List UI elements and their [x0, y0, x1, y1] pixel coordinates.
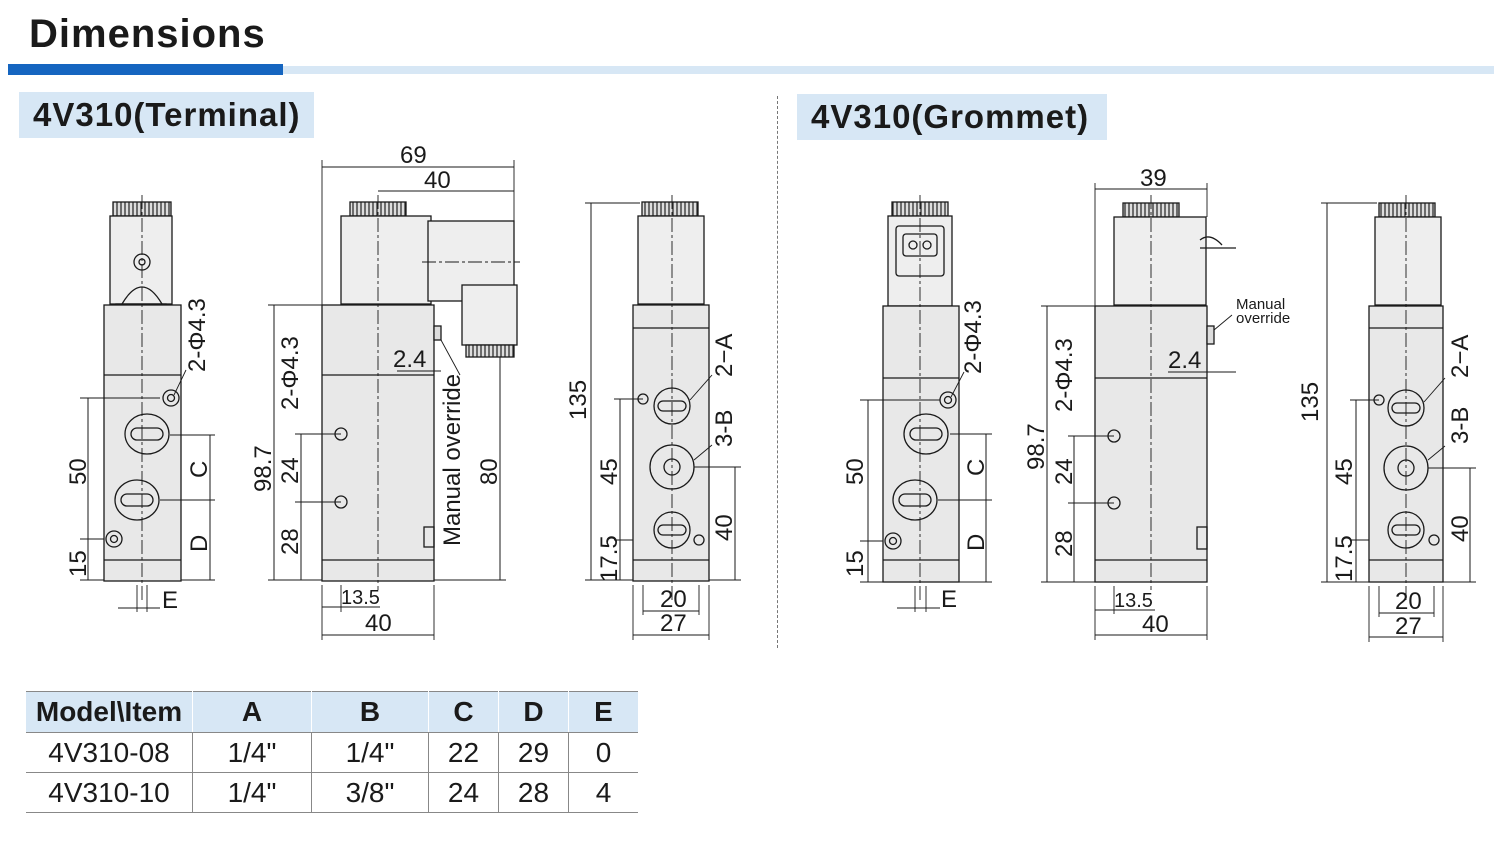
- table-cell: 3/8": [311, 772, 429, 813]
- table-row: 4V310-08 1/4" 1/4" 22 29 0: [26, 732, 638, 773]
- table-cell: 1/4": [311, 732, 429, 773]
- dim-15: 15: [842, 550, 869, 577]
- table-cell: 0: [568, 732, 638, 773]
- dim-13-5: 13.5: [1114, 590, 1153, 612]
- dim-39: 39: [1140, 165, 1167, 192]
- override-label: override: [1236, 310, 1290, 327]
- table-header-row: Model\Item A B C D E: [26, 691, 638, 733]
- dim-40-side: 40: [711, 514, 738, 541]
- section-label-grommet: 4V310(Grommet): [797, 94, 1107, 140]
- dim-135: 135: [1297, 382, 1324, 422]
- dim-28: 28: [277, 528, 304, 555]
- table-cell: 4: [568, 772, 638, 813]
- dim-98-7: 98.7: [1023, 423, 1050, 470]
- dim-c: C: [186, 461, 213, 478]
- port-b-label: 3-B: [1447, 407, 1474, 444]
- table-header: D: [498, 691, 569, 733]
- table-header: A: [192, 691, 312, 733]
- dim-2-4: 2.4: [1168, 347, 1201, 374]
- dim-24: 24: [1051, 458, 1078, 485]
- grommet-side-view: [1041, 183, 1236, 640]
- title-rule-accent: [8, 64, 283, 75]
- dimension-table: Model\Item A B C D E 4V310-08 1/4" 1/4" …: [26, 691, 638, 813]
- hole-label: 2-Φ4.3: [277, 336, 304, 410]
- dim-45: 45: [1331, 458, 1358, 485]
- manual-label: Manual: [1236, 296, 1285, 313]
- terminal-end-view: [585, 195, 741, 640]
- manual-override-label: Manual override: [439, 374, 466, 546]
- terminal-front-view: [80, 195, 215, 612]
- dim-28: 28: [1051, 530, 1078, 557]
- hole-label: 2-Φ4.3: [184, 298, 211, 372]
- port-a-label: 2−A: [1447, 335, 1474, 378]
- dim-50: 50: [65, 458, 92, 485]
- dim-50: 50: [842, 458, 869, 485]
- dim-40-bottom: 40: [1142, 611, 1169, 638]
- dim-135: 135: [565, 380, 592, 420]
- dim-27: 27: [660, 610, 687, 637]
- table-cell: 22: [428, 732, 499, 773]
- table-header: Model\Item: [26, 691, 193, 733]
- dim-13-5: 13.5: [341, 587, 380, 609]
- table-row: 4V310-10 1/4" 3/8" 24 28 4: [26, 772, 638, 813]
- grommet-end-view: [1321, 195, 1476, 642]
- dim-69: 69: [400, 142, 427, 169]
- dim-20: 20: [1395, 588, 1422, 615]
- dim-15: 15: [65, 550, 92, 577]
- dim-d: D: [186, 535, 213, 552]
- dim-45: 45: [596, 458, 623, 485]
- dim-e: E: [162, 587, 178, 614]
- section-divider: [777, 96, 778, 648]
- dim-40-side: 40: [1447, 515, 1474, 542]
- dim-40-top: 40: [424, 167, 451, 194]
- dim-40-bottom: 40: [365, 610, 392, 637]
- table-cell: 4V310-08: [26, 732, 193, 773]
- hole-label: 2-Φ4.3: [960, 300, 987, 374]
- title-rule: [283, 66, 1494, 74]
- dim-80: 80: [476, 458, 503, 485]
- table-header: B: [311, 691, 429, 733]
- hole-label: 2-Φ4.3: [1051, 338, 1078, 412]
- dim-27: 27: [1395, 613, 1422, 640]
- terminal-side-view: [268, 160, 520, 640]
- dim-e: E: [941, 586, 957, 613]
- port-b-label: 3-B: [711, 410, 738, 447]
- table-header: E: [568, 691, 638, 733]
- dim-2-4: 2.4: [393, 346, 426, 373]
- dim-d: D: [963, 534, 990, 551]
- dim-20: 20: [660, 586, 687, 613]
- grommet-front-view: [860, 195, 992, 612]
- table-cell: 24: [428, 772, 499, 813]
- dim-24: 24: [277, 457, 304, 484]
- dim-c: C: [963, 459, 990, 476]
- table-cell: 28: [498, 772, 569, 813]
- table-cell: 1/4": [192, 772, 312, 813]
- table-cell: 4V310-10: [26, 772, 193, 813]
- table-cell: 29: [498, 732, 569, 773]
- port-a-label: 2−A: [711, 334, 738, 377]
- dim-98-7: 98.7: [250, 445, 277, 492]
- section-label-terminal: 4V310(Terminal): [19, 92, 314, 138]
- table-header: C: [428, 691, 499, 733]
- dim-17-5: 17.5: [1331, 535, 1358, 582]
- page-title: Dimensions: [29, 12, 266, 56]
- dim-17-5: 17.5: [596, 535, 623, 582]
- table-cell: 1/4": [192, 732, 312, 773]
